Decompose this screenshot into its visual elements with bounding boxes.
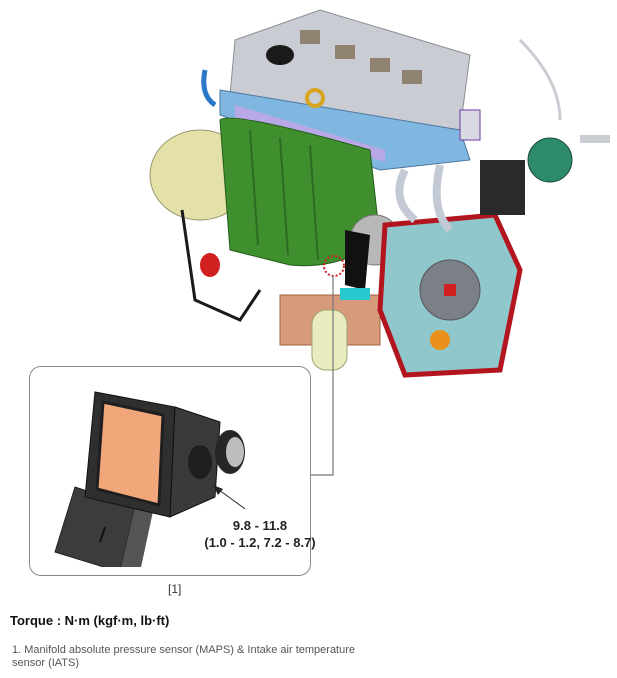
map-sensor-illustration [54,391,245,567]
torque-range-nm: 9.8 - 11.8 [232,518,288,533]
sensor-detail-callout: 9.8 - 11.8 (1.0 - 1.2, 7.2 - 8.7) [29,366,316,576]
legend-item-text: Manifold absolute pressure sensor (MAPS)… [12,644,356,669]
engine-illustration [149,9,610,378]
torque-units-heading: Torque : N·m (kgf·m, lb·ft) [10,613,170,628]
figure-number-label: [1] [168,582,182,596]
torque-range-alt-units: (1.0 - 1.2, 7.2 - 8.7) [204,535,316,550]
torque-spec-label: 9.8 - 11.8 (1.0 - 1.2, 7.2 - 8.7) [195,517,325,551]
parts-legend: 1. Manifold absolute pressure sensor (MA… [12,644,382,670]
engine-figure: 9.8 - 11.8 (1.0 - 1.2, 7.2 - 8.7) [1] [29,9,610,596]
legend-item-number: 1. [12,644,22,656]
legend-item: 1. Manifold absolute pressure sensor (MA… [12,644,382,670]
